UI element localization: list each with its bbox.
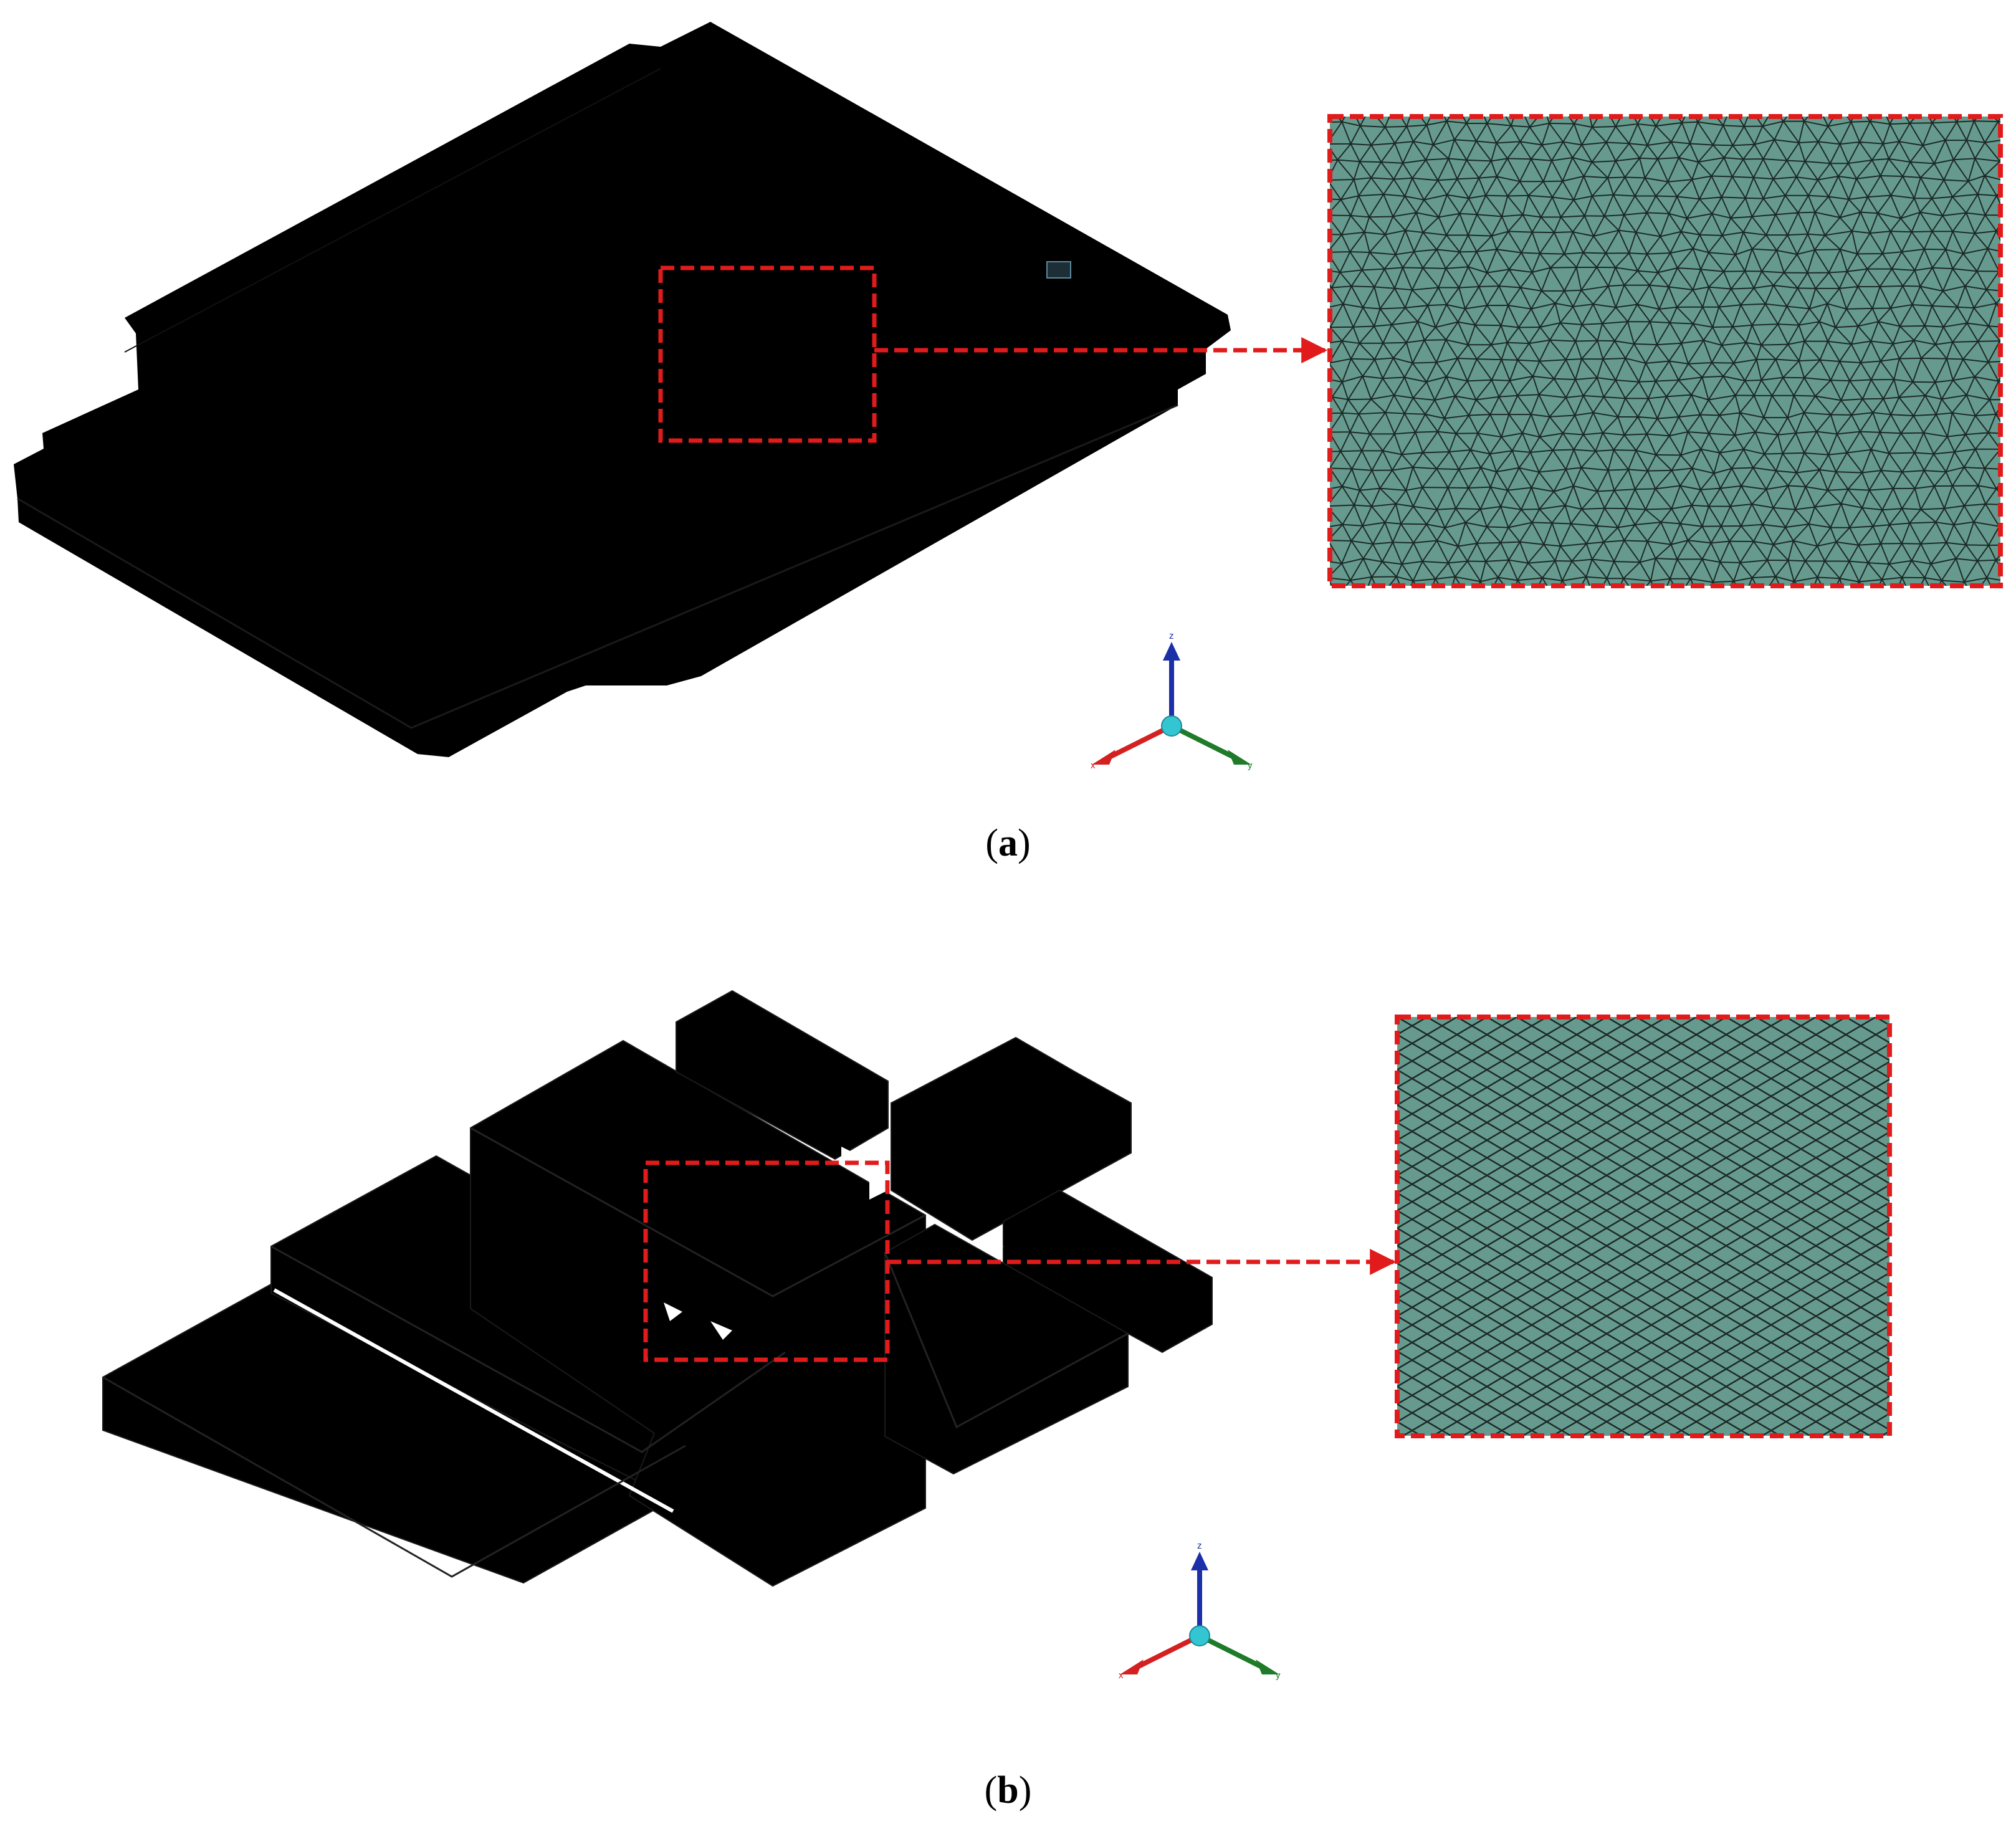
y-arrow-icon — [1256, 1659, 1279, 1674]
x-axis — [1136, 1633, 1201, 1669]
x-arrow-icon — [1120, 1659, 1144, 1674]
y-label: y — [1248, 760, 1253, 771]
caption-open: ( — [984, 1769, 998, 1812]
block — [470, 1039, 926, 1587]
y-label: y — [1276, 1670, 1281, 1681]
caption-letter: a — [998, 822, 1018, 864]
gap-notch — [869, 1181, 888, 1200]
x-arrow-icon — [1092, 750, 1115, 765]
caption-close: ) — [1018, 822, 1031, 864]
mesh-edges — [1330, 117, 2000, 586]
slab-model — [14, 22, 1231, 757]
y-axis — [1198, 1633, 1263, 1669]
block — [884, 1223, 1129, 1475]
z-label: z — [1169, 631, 1174, 641]
inset-frame-a — [1327, 114, 2003, 588]
slab-feature — [1046, 261, 1071, 279]
gap-notch — [710, 1321, 732, 1340]
axis-triad-a: z x y — [1091, 631, 1253, 771]
panel-b: z x y — [102, 990, 1892, 1681]
gap-notch — [664, 1302, 682, 1321]
caption-b: (b) — [0, 1769, 2016, 1813]
origin-sphere-icon — [1189, 1625, 1210, 1646]
quadrilateral-mesh — [1397, 1017, 1889, 1436]
block-edge — [884, 1252, 1129, 1429]
x-label: x — [1091, 760, 1096, 771]
mesh-edges — [1397, 1017, 1889, 1436]
panel-a: z x y — [14, 22, 2003, 771]
caption-open: ( — [985, 822, 998, 864]
caption-close: ) — [1018, 1769, 1032, 1812]
block-edge — [270, 1245, 786, 1453]
block-group — [102, 990, 1213, 1587]
block-edge — [470, 1127, 926, 1297]
mesh-inset-b — [1395, 1015, 1892, 1438]
y-axis — [1170, 723, 1235, 760]
caption-a: (a) — [0, 821, 2016, 866]
axis-triad-b: z x y — [1119, 1540, 1281, 1681]
inset-frame-b — [1395, 1015, 1892, 1438]
z-arrow-icon — [1163, 642, 1180, 661]
block — [891, 1036, 1132, 1241]
caption-letter: b — [997, 1769, 1019, 1812]
slab-upper-edge — [124, 68, 661, 353]
callout-box-a — [658, 265, 877, 443]
triangular-mesh — [1330, 117, 2000, 586]
mesh-inset-a — [1327, 114, 2003, 588]
x-label: x — [1119, 1670, 1124, 1681]
gap-line — [273, 1288, 674, 1513]
gap-notch — [983, 1237, 1003, 1256]
block — [676, 990, 889, 1160]
block-edge — [102, 1376, 686, 1578]
slab-layer-edge — [17, 404, 1178, 729]
y-arrow-icon — [1228, 750, 1251, 765]
z-label: z — [1197, 1540, 1202, 1551]
origin-sphere-icon — [1161, 715, 1182, 737]
x-axis — [1108, 723, 1173, 760]
z-arrow-icon — [1191, 1552, 1208, 1570]
